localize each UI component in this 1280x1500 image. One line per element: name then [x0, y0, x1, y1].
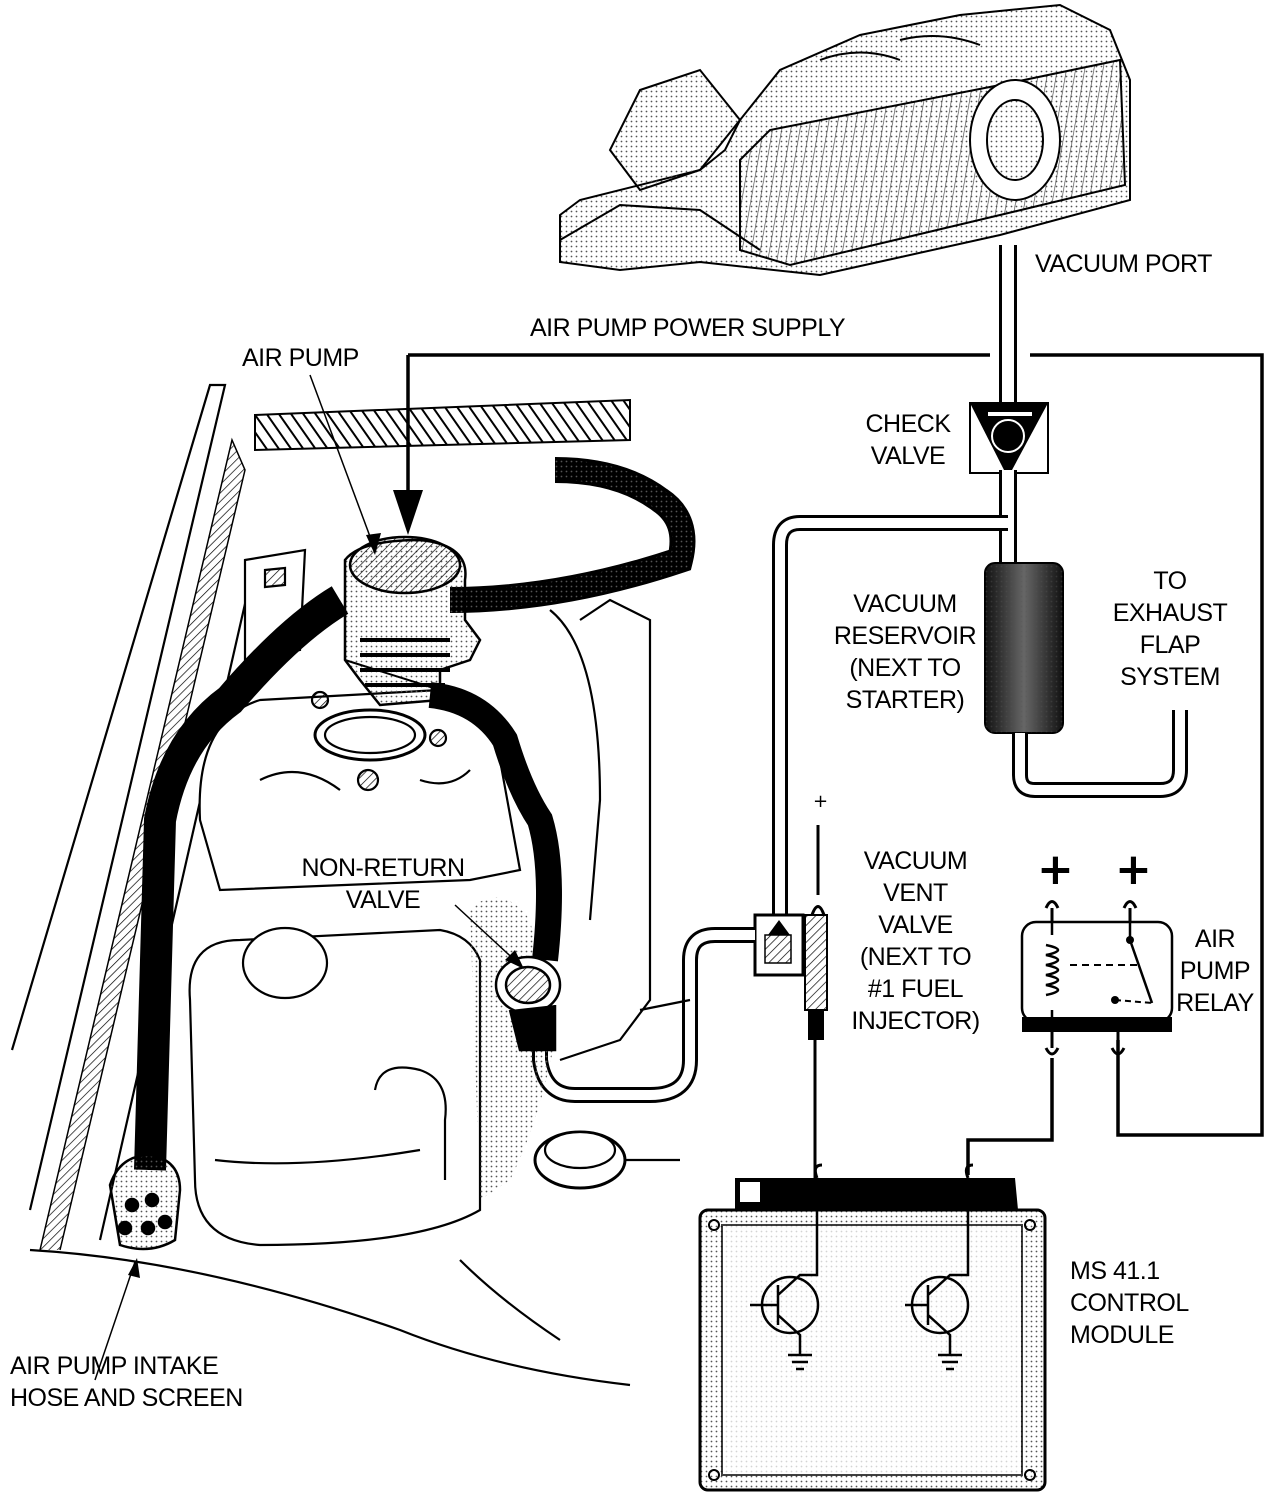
- relay-coil-positive-sign: +: [1037, 844, 1074, 895]
- pointer-arrowheads: [128, 533, 524, 1278]
- pump-outlet-hose: [428, 682, 562, 962]
- relay-switch-positive-sign: +: [1115, 844, 1152, 895]
- to-exhaust-label-line: EXHAUST: [1112, 599, 1228, 627]
- to-exhaust-label-line: SYSTEM: [1120, 663, 1220, 691]
- air-pump-intake-label-line: HOSE AND SCREEN: [10, 1384, 243, 1412]
- vent-valve-wires: [813, 825, 820, 1180]
- check-valve-label-line: CHECK: [865, 410, 951, 438]
- control-module-label-line: MODULE: [1070, 1321, 1174, 1349]
- pointer-lines: [94, 374, 521, 1381]
- air-pump-intake-label-line: AIR PUMP INTAKE: [10, 1352, 219, 1380]
- vacuum-line-to-reservoir: [772, 470, 1017, 925]
- air-pump-label: AIR PUMP: [242, 344, 359, 372]
- vacuum-reservoir-label-line: STARTER): [845, 686, 965, 714]
- non-return-valve-symbol: [494, 955, 562, 1052]
- control-module-symbol: [698, 1163, 1047, 1492]
- vacuum-vent-valve-label-line: (NEXT TO: [859, 943, 972, 971]
- air-pump-relay-symbol: [1020, 900, 1174, 1056]
- non-return-valve-label: NON-RETURN VALVE: [298, 852, 468, 916]
- vent-valve-positive-sign: +: [813, 791, 829, 812]
- control-module-label: MS 41.1 CONTROL MODULE: [1070, 1255, 1189, 1351]
- vacuum-port-label: VACUUM PORT: [1035, 250, 1212, 278]
- air-pump-intake-hose: [134, 586, 349, 1171]
- vacuum-vent-valve-label: VACUUM VENT VALVE (NEXT TO #1 FUEL INJEC…: [843, 845, 988, 1037]
- vacuum-reservoir-symbol: [984, 562, 1064, 734]
- vacuum-vent-valve-label-line: VACUUM: [863, 847, 968, 875]
- vacuum-reservoir-label: VACUUM RESERVOIR (NEXT TO STARTER): [830, 588, 980, 716]
- air-pump-power-supply-label: AIR PUMP POWER SUPPLY: [530, 314, 846, 342]
- vacuum-reservoir-label-line: VACUUM: [853, 590, 957, 618]
- air-pump-relay-label: AIR PUMP RELAY: [1175, 923, 1255, 1019]
- air-pump-relay-label-line: PUMP: [1179, 957, 1251, 985]
- air-pump-intake-label: AIR PUMP INTAKE HOSE AND SCREEN: [10, 1350, 243, 1414]
- power-supply-arrowhead: [393, 490, 423, 535]
- control-module-label-line: MS 41.1: [1070, 1257, 1160, 1285]
- air-pump-relay-label-line: RELAY: [1176, 989, 1254, 1017]
- check-valve-label: CHECK VALVE: [858, 408, 958, 472]
- vacuum-reservoir-label-line: RESERVOIR: [833, 622, 977, 650]
- vacuum-line-to-exhaust: [1012, 710, 1188, 798]
- engine-bay-illustration: [10, 383, 696, 1387]
- intake-screen-symbol: [108, 1153, 182, 1251]
- check-valve-label-line: VALVE: [870, 442, 946, 470]
- check-valve-symbol: [969, 402, 1049, 474]
- air-pump-relay-label-line: AIR: [1194, 925, 1236, 953]
- non-return-valve-label-line: NON-RETURN: [301, 854, 465, 882]
- vacuum-vent-valve-label-line: #1 FUEL: [867, 975, 964, 1003]
- relay-to-module-wire: [966, 1058, 1054, 1175]
- to-exhaust-label-line: TO: [1153, 567, 1187, 595]
- air-pump-body: [343, 535, 482, 707]
- to-exhaust-label-line: FLAP: [1139, 631, 1201, 659]
- vacuum-vent-valve-label-line: VENT: [883, 879, 948, 907]
- vacuum-line-vent-to-nonreturn: [532, 927, 755, 1103]
- to-exhaust-label: TO EXHAUST FLAP SYSTEM: [1105, 565, 1235, 693]
- vacuum-vent-valve-symbol: [753, 905, 828, 1040]
- non-return-valve-label-line: VALVE: [345, 886, 421, 914]
- vacuum-vent-valve-label-line: VALVE: [878, 911, 953, 939]
- vacuum-reservoir-label-line: (NEXT TO: [849, 654, 961, 682]
- control-module-label-line: CONTROL: [1070, 1289, 1189, 1317]
- intake-manifold: [559, 3, 1131, 277]
- vacuum-vent-valve-label-line: INJECTOR): [851, 1007, 980, 1035]
